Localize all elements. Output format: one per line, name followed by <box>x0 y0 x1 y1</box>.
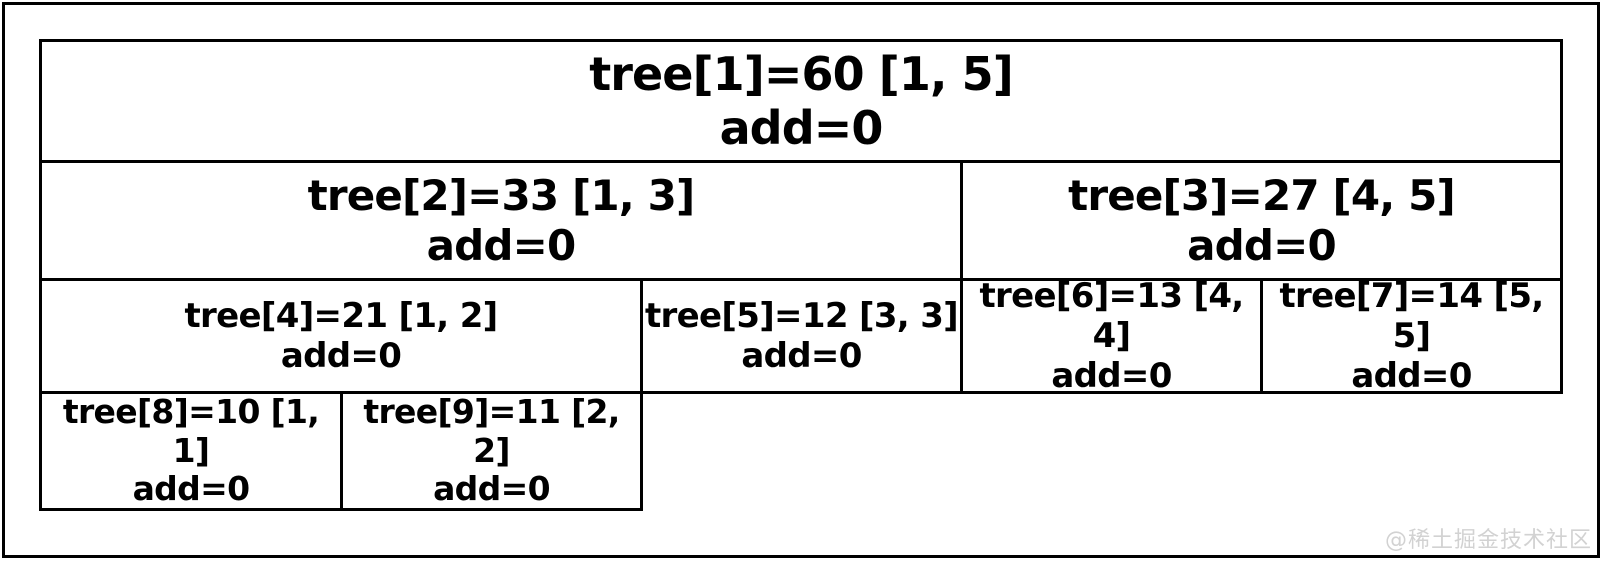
tree-node-2-label: tree[2]=33 [1, 3] <box>307 170 696 220</box>
tree-node-4-label: tree[4]=21 [1, 2] <box>184 295 498 336</box>
tree-node-3: tree[3]=27 [4, 5] add=0 <box>963 163 1563 281</box>
tree-node-5-add: add=0 <box>741 336 862 376</box>
tree-node-8-label: tree[8]=10 [1, 1] <box>62 391 320 470</box>
tree-node-8: tree[8]=10 [1, 1] add=0 <box>42 391 343 511</box>
tree-node-7-add: add=0 <box>1351 356 1472 397</box>
tree-node-7: tree[7]=14 [5, 5] add=0 <box>1263 276 1563 397</box>
tree-node-6: tree[6]=13 [4, 4] add=0 <box>963 276 1263 397</box>
tree-node-1-add: add=0 <box>719 101 884 155</box>
tree-node-3-label: tree[3]=27 [4, 5] <box>1068 170 1456 220</box>
segment-tree-table: tree[1]=60 [1, 5] add=0 tree[2]=33 [1, 3… <box>39 39 1563 511</box>
tree-node-4-add: add=0 <box>280 336 402 376</box>
tree-node-8-add: add=0 <box>132 469 250 509</box>
tree-node-2-add: add=0 <box>426 220 577 270</box>
tree-node-9: tree[9]=11 [2, 2] add=0 <box>343 391 643 511</box>
tree-node-6-add: add=0 <box>1051 356 1172 397</box>
tree-node-3-add: add=0 <box>1187 220 1337 270</box>
tree-node-9-label: tree[9]=11 [2, 2] <box>363 391 620 470</box>
tree-node-1-label: tree[1]=60 [1, 5] <box>589 46 1014 101</box>
tree-node-6-label: tree[6]=13 [4, 4] <box>979 275 1244 356</box>
tree-node-4: tree[4]=21 [1, 2] add=0 <box>42 281 643 394</box>
tree-node-2: tree[2]=33 [1, 3] add=0 <box>42 163 963 281</box>
tree-node-1: tree[1]=60 [1, 5] add=0 <box>42 42 1563 163</box>
tree-node-5: tree[5]=12 [3, 3] add=0 <box>643 281 963 394</box>
watermark: @稀土掘金技术社区 <box>1384 528 1592 553</box>
tree-node-5-label: tree[5]=12 [3, 3] <box>644 295 959 336</box>
tree-node-7-label: tree[7]=14 [5, 5] <box>1279 275 1544 356</box>
tree-node-9-add: add=0 <box>433 469 550 509</box>
